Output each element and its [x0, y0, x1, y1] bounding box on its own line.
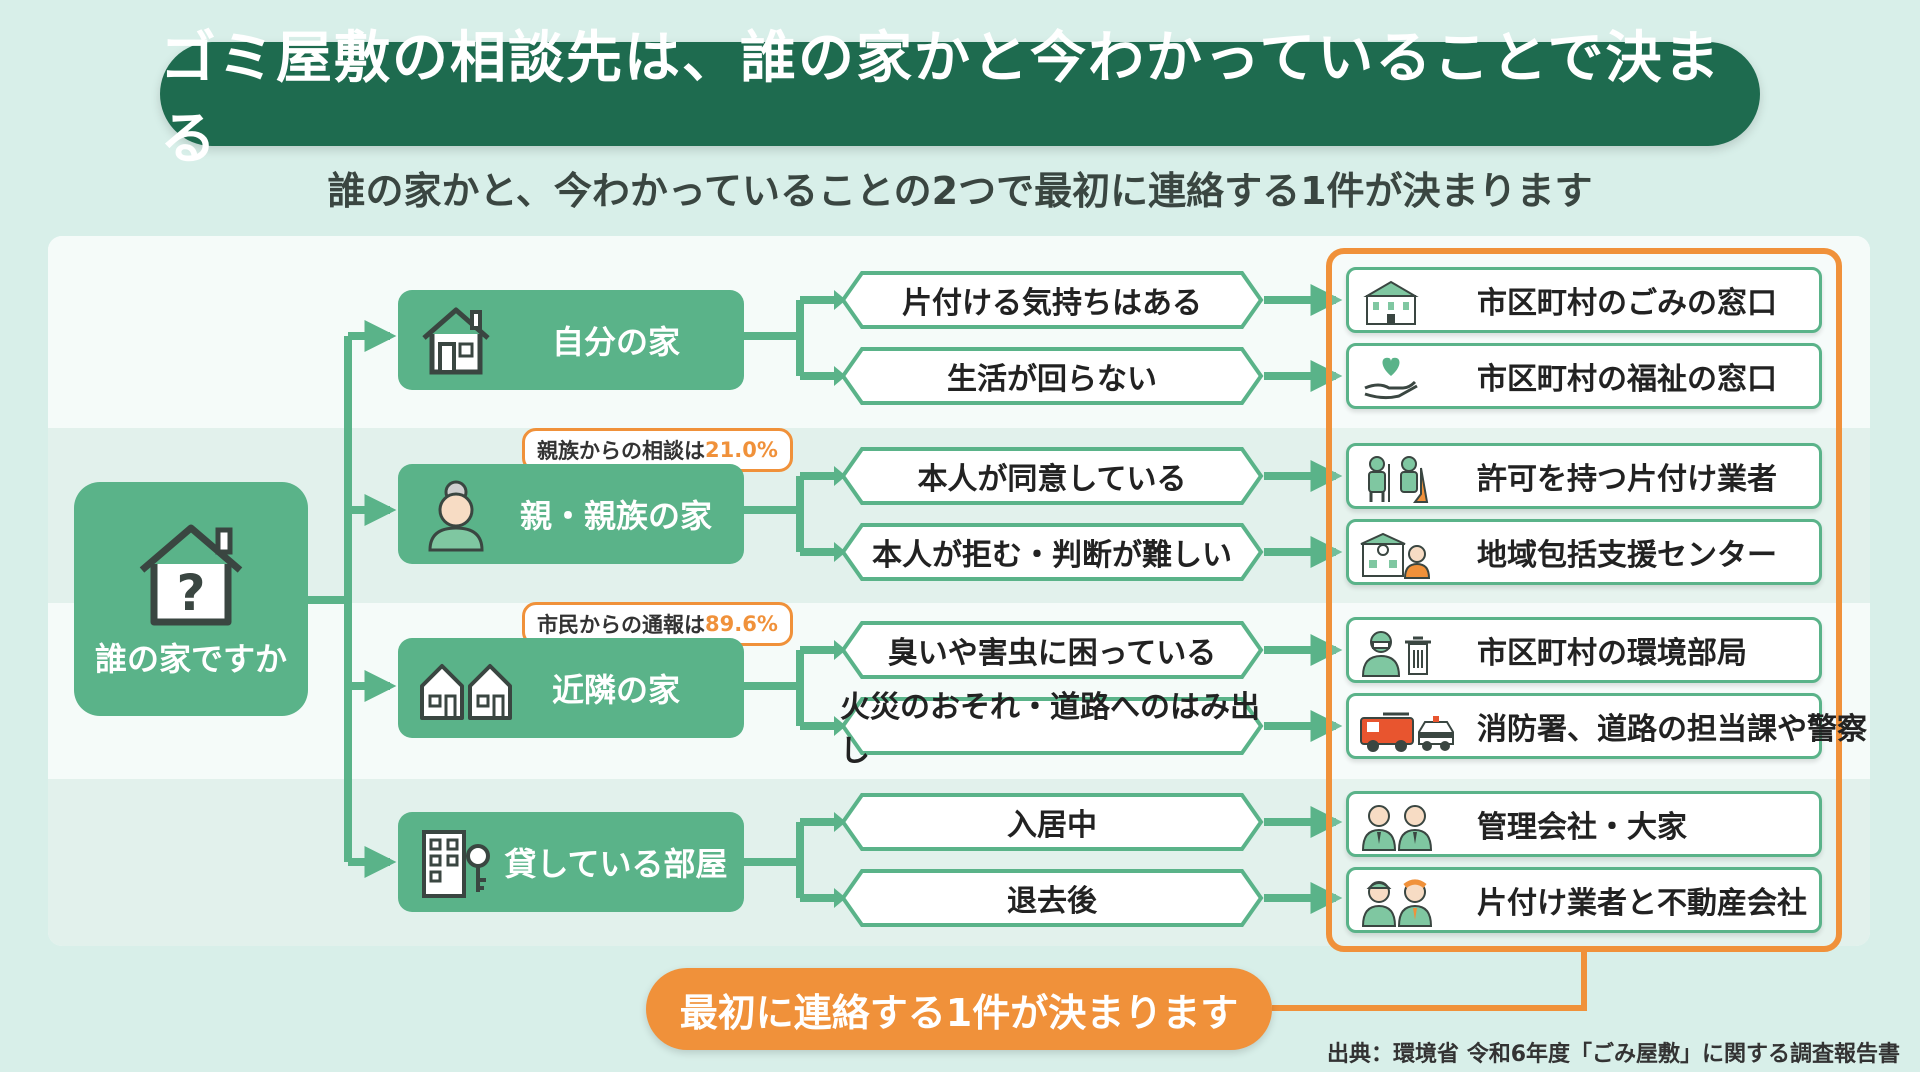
- house-question-icon: ?: [139, 524, 243, 626]
- environment-worker-icon: [1361, 631, 1431, 677]
- root-label: 誰の家ですか: [94, 640, 287, 678]
- condition-label: 臭いや害虫に困っている: [887, 636, 1217, 671]
- condition-label: 本人が同意している: [917, 462, 1187, 497]
- condition-fire-road-risk: 火災のおそれ・道路へのはみ出し: [840, 690, 1264, 769]
- condition-shape: [840, 793, 1264, 851]
- condition-label: 生活が回らない: [947, 362, 1157, 397]
- destination-label: 市区町村の福祉の窓口: [1477, 362, 1777, 397]
- svg-text:?: ?: [176, 564, 205, 622]
- apartment-key-icon: [422, 830, 490, 898]
- city-hall-icon: [1363, 280, 1419, 325]
- destination-label: 片付け業者と不動産会社: [1477, 886, 1807, 921]
- condition-label: 本人が拒む・判断が難しい: [872, 538, 1232, 573]
- destination-management-landlord: 管理会社・大家: [1346, 791, 1822, 857]
- destination-label: 市区町村の環境部局: [1477, 636, 1747, 671]
- condition-daily-life-failing: 生活が回らない: [840, 346, 1264, 406]
- first-contact-banner: 最初に連絡する1件が決まります: [646, 968, 1272, 1050]
- category-label: 親・親族の家: [519, 497, 712, 535]
- destination-cleaner-realtor: 片付け業者と不動産会社: [1346, 867, 1822, 933]
- condition-shape: [840, 621, 1264, 679]
- destination-fire-road-police: 消防署、道路の担当課や警察: [1346, 693, 1867, 759]
- condition-shape: [840, 869, 1264, 927]
- care-center-icon: [1360, 532, 1431, 579]
- condition-label: 片付ける気持ちはある: [902, 286, 1202, 321]
- first-contact-text: 最初に連絡する1件が決まります: [679, 990, 1239, 1035]
- bubble-text: 親族からの相談は: [537, 439, 705, 463]
- title-text: ゴミ屋敷の相談先は、誰の家かと今わかっていることで決まる: [160, 26, 1722, 172]
- condition-after-move-out: 退去後: [840, 868, 1264, 928]
- heart-hand-icon: [1364, 357, 1418, 400]
- condition-label: 退去後: [1007, 884, 1097, 919]
- destination-label: 許可を持つ片付け業者: [1477, 462, 1777, 497]
- category-rental-room: 貸している部屋: [398, 812, 744, 912]
- bubble-text: 市民からの通報は: [537, 613, 705, 637]
- bubble-value: 89.6%: [705, 612, 778, 636]
- fire-police-vehicles-icon: [1360, 712, 1454, 752]
- condition-odor-pests: 臭いや害虫に困っている: [840, 620, 1264, 680]
- condition-person-agrees: 本人が同意している: [840, 446, 1264, 506]
- condition-person-refuses: 本人が拒む・判断が難しい: [840, 522, 1264, 582]
- condition-shape: [840, 271, 1264, 329]
- destination-label: 管理会社・大家: [1477, 810, 1687, 845]
- destination-city-environment-dept: 市区町村の環境部局: [1346, 617, 1822, 683]
- category-label: 近隣の家: [551, 671, 680, 709]
- destination-community-support-center: 地域包括支援センター: [1346, 519, 1822, 585]
- condition-willing-to-clean: 片付ける気持ちはある: [840, 270, 1264, 330]
- category-own-home: 自分の家: [398, 290, 744, 390]
- category-label: 貸している部屋: [504, 845, 728, 883]
- category-relative-home: 親・親族の家: [398, 464, 744, 564]
- subtitle: 誰の家かと、今わかっていることの2つで最初に連絡する1件が決まります: [327, 169, 1593, 213]
- condition-label: 入居中: [1007, 808, 1097, 843]
- condition-shape: [840, 347, 1264, 405]
- condition-label: 火災のおそれ・道路へのはみ出し: [840, 690, 1260, 769]
- destination-label: 消防署、道路の担当課や警察: [1477, 712, 1867, 747]
- condition-shape: [840, 523, 1264, 581]
- neighbor-houses-icon: [420, 664, 512, 720]
- condition-occupied: 入居中: [840, 792, 1264, 852]
- root-node: ? 誰の家ですか: [74, 482, 308, 716]
- destination-licensed-cleaners: 許可を持つ片付け業者: [1346, 443, 1822, 509]
- cleaning-workers-icon: [1368, 456, 1429, 503]
- page-title: ゴミ屋敷の相談先は、誰の家かと今わかっていることで決まる: [160, 26, 1760, 172]
- managers-icon: [1361, 805, 1433, 851]
- house-icon: [422, 307, 490, 375]
- category-label: 自分の家: [551, 323, 680, 361]
- destination-label: 地域包括支援センター: [1477, 538, 1777, 573]
- elderly-woman-icon: [428, 480, 484, 552]
- condition-shape: [840, 697, 1264, 755]
- worker-realtor-icon: [1361, 879, 1433, 927]
- bubble-value: 21.0%: [705, 438, 778, 462]
- destination-city-waste-office: 市区町村のごみの窓口: [1346, 267, 1822, 333]
- destination-label: 市区町村のごみの窓口: [1477, 286, 1777, 321]
- source-citation: 出典：環境省 令和6年度「ごみ屋敷」に関する調査報告書: [1327, 1042, 1900, 1067]
- category-neighbor-home: 近隣の家: [398, 638, 744, 738]
- destination-city-welfare-office: 市区町村の福祉の窓口: [1346, 343, 1822, 409]
- condition-shape: [840, 447, 1264, 505]
